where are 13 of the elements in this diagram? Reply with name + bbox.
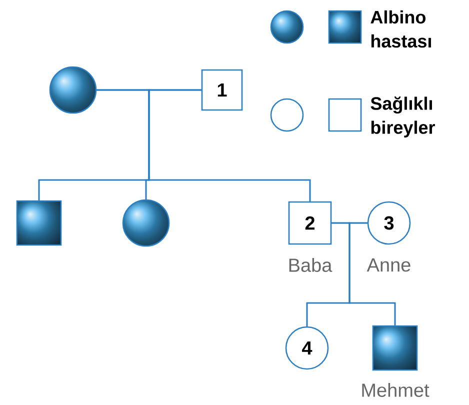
pedigree-square (16, 200, 62, 246)
person-name: Baba (289, 258, 332, 272)
pedigree-square: 1 (201, 69, 243, 111)
descent-line (148, 89, 311, 202)
person-name: Mehmet (362, 383, 430, 397)
pedigree-circle (49, 66, 97, 114)
pedigree-circle (122, 199, 170, 247)
pedigree-square: 2 (288, 201, 332, 245)
descent-line (348, 222, 396, 326)
person-name: Anne (366, 258, 410, 272)
legend-label: Sağlıklı bireyler (370, 96, 435, 138)
pedigree-square (372, 325, 418, 371)
legend-label: Albino hastası (370, 10, 431, 48)
